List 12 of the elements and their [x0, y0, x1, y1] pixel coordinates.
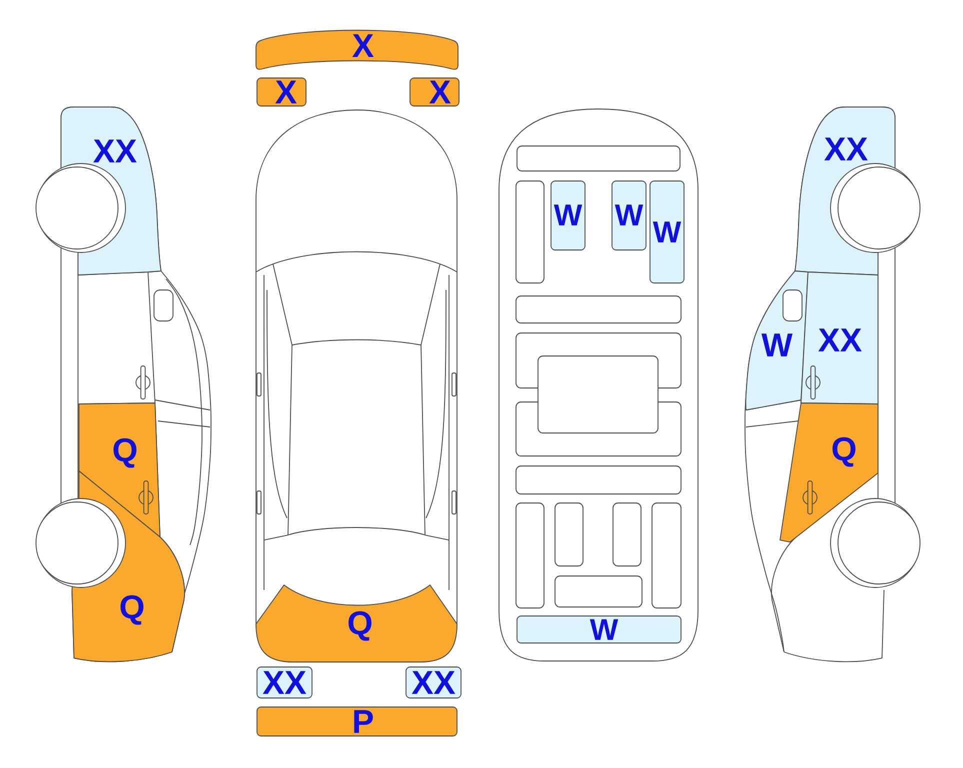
door-panel: Q [780, 402, 878, 542]
taillight: XX [406, 666, 462, 698]
trunk-panel: Q [256, 584, 458, 662]
taillight: XX [256, 666, 312, 698]
rear-bumper: P [256, 706, 458, 736]
headlamp: X [256, 78, 306, 106]
interior-panel: W [516, 616, 682, 644]
front-bumper: X [256, 30, 458, 70]
door-panel: Q [78, 402, 160, 538]
windshield-panel: W [745, 270, 808, 410]
door-panel: XX [800, 272, 878, 404]
headlamp: X [410, 78, 460, 106]
